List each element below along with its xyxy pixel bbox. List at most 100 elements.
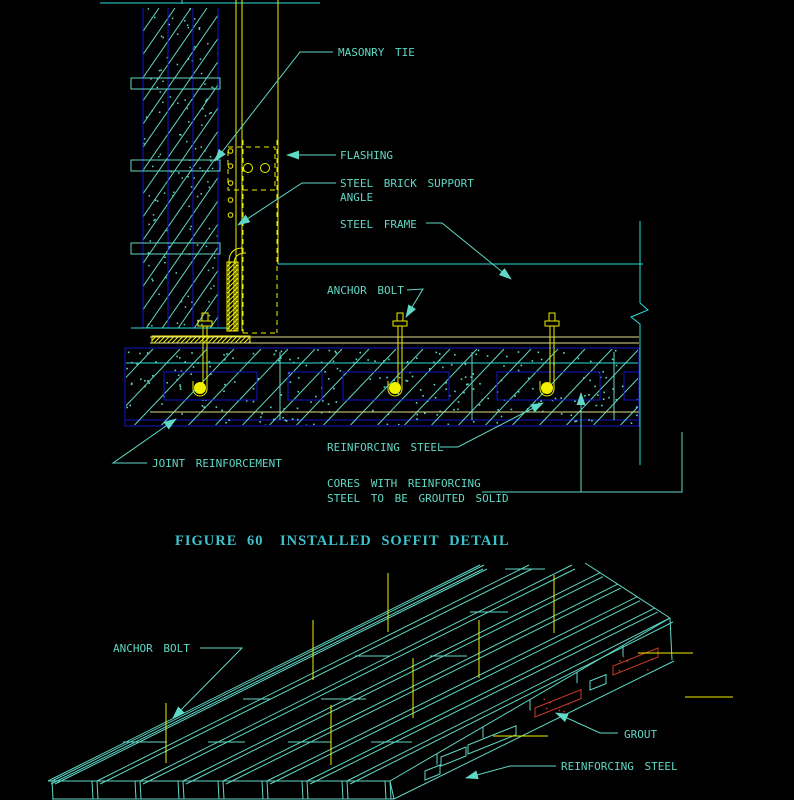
texture-dot <box>332 360 335 363</box>
texture-dot <box>510 408 513 411</box>
texture-dot <box>531 360 534 362</box>
texture-dot <box>594 385 596 388</box>
texture-dot <box>211 167 214 170</box>
reinforcing-bars-isometric <box>493 653 733 736</box>
label-masonry-tie: MASONRY TIE <box>338 46 415 59</box>
plank-line <box>270 601 640 784</box>
plank-line <box>223 584 618 781</box>
texture-dot <box>589 379 591 382</box>
bolt-hole <box>261 164 270 173</box>
texture-dot <box>210 373 212 375</box>
texture-dot <box>563 710 565 713</box>
texture-dot <box>212 267 214 269</box>
bolt-hole <box>228 198 233 203</box>
hatch-line <box>0 8 175 328</box>
texture-dot <box>339 370 342 372</box>
texture-dot <box>210 111 212 114</box>
texture-dot <box>171 103 174 106</box>
texture-dot <box>152 165 154 168</box>
hatch-line <box>194 262 263 331</box>
texture-dot <box>144 380 146 382</box>
hatch-line <box>405 349 477 425</box>
texture-dot <box>453 409 455 411</box>
texture-dot <box>527 377 530 380</box>
texture-dot <box>500 415 503 418</box>
texture-dot <box>170 170 173 173</box>
hatch-line <box>108 349 180 425</box>
texture-dot <box>147 8 150 10</box>
texture-dot <box>438 359 441 362</box>
plank-end-edge <box>52 781 53 799</box>
hatch-line <box>176 262 245 331</box>
core-opening <box>425 765 440 780</box>
texture-dot <box>416 413 419 416</box>
texture-dot <box>151 278 153 280</box>
hatch-line <box>351 349 423 425</box>
reinforcing-bar-section <box>389 382 401 394</box>
texture-dot <box>619 660 621 662</box>
texture-dot <box>147 252 150 254</box>
hatch-line <box>221 262 290 331</box>
texture-dot <box>187 295 189 298</box>
hatch-line <box>50 8 271 328</box>
texture-dot <box>187 26 190 29</box>
texture-dot <box>179 385 182 388</box>
texture-dot <box>153 219 155 222</box>
plank-end-edges <box>52 781 391 799</box>
texture-dot <box>148 382 151 384</box>
texture-dot <box>514 395 516 397</box>
texture-dot <box>152 280 154 282</box>
texture-dot <box>467 383 469 385</box>
texture-dot <box>327 378 330 380</box>
texture-dot <box>630 422 633 424</box>
texture-dot <box>327 403 330 405</box>
texture-dot <box>191 352 193 354</box>
hatch-line <box>594 349 666 425</box>
texture-dot <box>158 293 160 296</box>
texture-dot <box>415 402 418 404</box>
plank-line <box>267 597 637 781</box>
plank-line <box>140 565 572 781</box>
texture-dot <box>651 658 653 660</box>
texture-dot <box>450 364 453 366</box>
texture-dot <box>166 381 168 384</box>
hatch-line <box>235 262 304 331</box>
texture-dot <box>252 400 255 403</box>
texture-dot <box>200 193 202 195</box>
label-flashing: FLASHING <box>340 149 393 162</box>
texture-dot <box>372 409 374 412</box>
texture-dot <box>176 63 179 66</box>
texture-dot <box>335 401 338 403</box>
texture-dot <box>574 400 576 403</box>
texture-dot <box>614 349 617 352</box>
texture-dot <box>225 421 227 424</box>
masonry-tie-plates <box>131 78 220 254</box>
texture-dot <box>201 323 203 326</box>
hatch-line <box>199 262 268 331</box>
texture-dot <box>206 98 208 100</box>
texture-dot <box>608 396 610 399</box>
hatch-line <box>459 349 531 425</box>
texture-dot <box>211 86 213 88</box>
plank-line <box>307 608 655 781</box>
texture-dot <box>543 698 545 701</box>
texture-dot <box>183 323 186 326</box>
texture-dot <box>159 153 162 156</box>
texture-dot <box>156 200 159 202</box>
texture-dot <box>207 269 210 272</box>
texture-dot <box>589 360 592 363</box>
texture-dot <box>486 355 489 357</box>
anchor-bolt <box>540 313 559 396</box>
texture-dot <box>397 393 400 395</box>
texture-dot <box>151 109 153 112</box>
texture-dot <box>315 395 317 398</box>
slab-texture <box>126 349 638 425</box>
plank-line <box>100 569 532 784</box>
texture-dot <box>497 409 499 411</box>
texture-dot <box>472 373 475 375</box>
texture-dot <box>588 394 590 396</box>
texture-dot <box>215 406 218 408</box>
texture-dot <box>374 360 376 362</box>
leader-anchor-bolt <box>405 289 423 318</box>
